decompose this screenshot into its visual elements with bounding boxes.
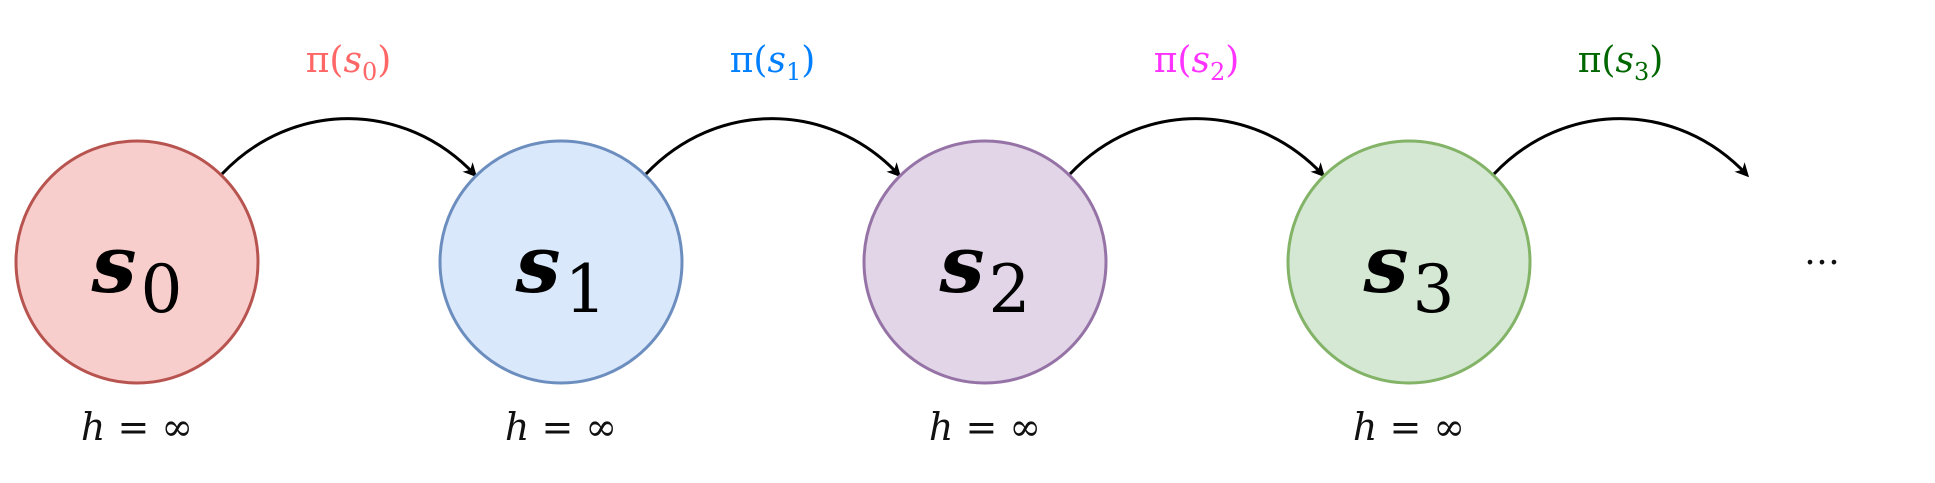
horizon-label-s0: h = ∞ bbox=[81, 405, 193, 449]
state-letter: s bbox=[514, 217, 560, 311]
transition-arrow-2 bbox=[1068, 117, 1326, 178]
policy-subscript: 2 bbox=[1210, 58, 1225, 86]
policy-symbol: π bbox=[730, 40, 754, 81]
horizon-variable: h bbox=[505, 405, 529, 449]
horizon-value: ∞ bbox=[1433, 405, 1465, 449]
state-subscript: 0 bbox=[141, 251, 183, 328]
policy-symbol: π bbox=[1154, 40, 1178, 81]
policy-paren-close: ) bbox=[801, 40, 815, 81]
policy-paren-open: ( bbox=[1177, 40, 1191, 81]
horizon-variable: h bbox=[81, 405, 105, 449]
policy-label-0: π(s0) bbox=[306, 40, 392, 86]
horizon-equals: = bbox=[105, 405, 161, 449]
state-circle bbox=[862, 139, 1108, 385]
policy-argument: s bbox=[1191, 40, 1209, 81]
horizon-label-s2: h = ∞ bbox=[929, 405, 1041, 449]
policy-paren-open: ( bbox=[329, 40, 343, 81]
state-circle bbox=[438, 139, 684, 385]
state-subscript: 3 bbox=[1413, 251, 1455, 328]
policy-label-2: π(s2) bbox=[1154, 40, 1240, 86]
policy-argument: s bbox=[1615, 40, 1633, 81]
horizon-value: ∞ bbox=[1009, 405, 1041, 449]
transition-arrow-3 bbox=[1492, 117, 1750, 178]
policy-paren-open: ( bbox=[753, 40, 767, 81]
policy-paren-open: ( bbox=[1601, 40, 1615, 81]
policy-paren-close: ) bbox=[1649, 40, 1663, 81]
state-label: s3 bbox=[1362, 217, 1454, 328]
policy-argument: s bbox=[767, 40, 785, 81]
state-circle bbox=[14, 139, 260, 385]
policy-subscript: 3 bbox=[1634, 58, 1649, 86]
horizon-equals: = bbox=[529, 405, 585, 449]
state-circle bbox=[1286, 139, 1532, 385]
horizon-label-s1: h = ∞ bbox=[505, 405, 617, 449]
continuation-ellipsis: … bbox=[1804, 232, 1840, 273]
state-label: s0 bbox=[90, 217, 182, 328]
policy-paren-close: ) bbox=[377, 40, 391, 81]
policy-label-1: π(s1) bbox=[730, 40, 816, 86]
policy-symbol: π bbox=[1578, 40, 1602, 81]
transition-arrow-0 bbox=[220, 117, 478, 178]
horizon-label-s3: h = ∞ bbox=[1353, 405, 1465, 449]
state-subscript: 1 bbox=[565, 251, 607, 328]
policy-symbol: π bbox=[306, 40, 330, 81]
horizon-variable: h bbox=[929, 405, 953, 449]
horizon-variable: h bbox=[1353, 405, 1377, 449]
state-node-s2: s2 bbox=[862, 139, 1108, 385]
state-letter: s bbox=[90, 217, 136, 311]
horizon-equals: = bbox=[1377, 405, 1433, 449]
state-label: s2 bbox=[938, 217, 1030, 328]
state-label: s1 bbox=[514, 217, 606, 328]
policy-subscript: 1 bbox=[786, 58, 801, 86]
transition-arrow-1 bbox=[644, 117, 902, 178]
state-node-s3: s3 bbox=[1286, 139, 1532, 385]
state-node-s1: s1 bbox=[438, 139, 684, 385]
policy-paren-close: ) bbox=[1225, 40, 1239, 81]
policy-label-3: π(s3) bbox=[1578, 40, 1664, 86]
horizon-value: ∞ bbox=[585, 405, 617, 449]
state-node-s0: s0 bbox=[14, 139, 260, 385]
policy-subscript: 0 bbox=[362, 58, 377, 86]
policy-argument: s bbox=[343, 40, 361, 81]
horizon-value: ∞ bbox=[161, 405, 193, 449]
state-letter: s bbox=[1362, 217, 1408, 311]
state-letter: s bbox=[938, 217, 984, 311]
state-subscript: 2 bbox=[989, 251, 1031, 328]
horizon-equals: = bbox=[953, 405, 1009, 449]
